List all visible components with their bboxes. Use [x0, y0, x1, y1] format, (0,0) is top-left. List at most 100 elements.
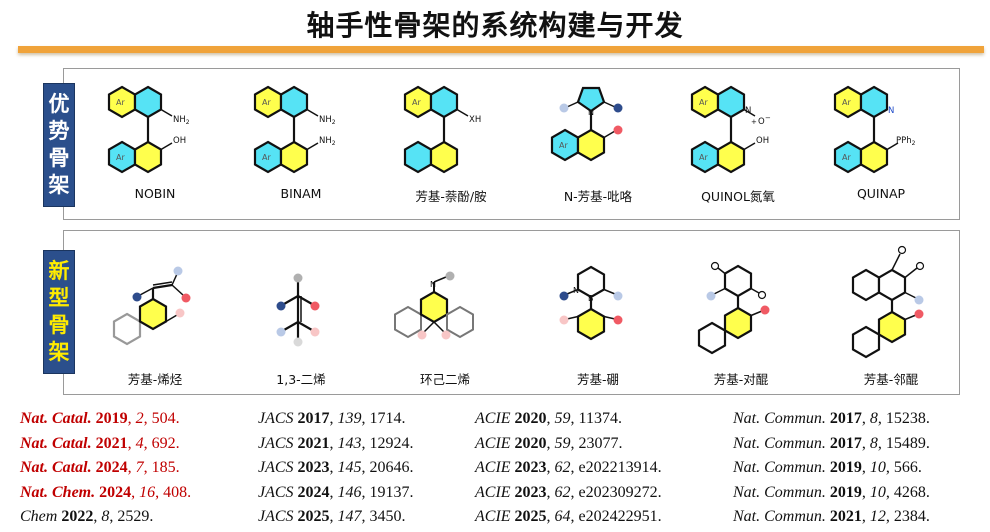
references-col-1: Nat. Catal. 2019, 2, 504. Nat. Catal. 20… — [20, 407, 191, 530]
ar-label: Ar — [116, 153, 125, 162]
reference-item: ACIE 2025, 64, e202422951. — [475, 508, 662, 525]
reference-item: ACIE 2023, 62, e202309272. — [475, 483, 662, 501]
label-char: 架 — [48, 173, 70, 197]
substituent-dot — [760, 305, 770, 315]
substituent-dot — [914, 295, 924, 305]
nh2-label: NH2 — [319, 136, 336, 147]
substituent-dot — [441, 330, 451, 340]
aryl-boron-structure: N B — [559, 265, 623, 341]
scaffold-caption: 环己二烯 — [419, 372, 470, 387]
page-title: 轴手性骨架的系统构建与开发 — [306, 9, 684, 42]
oh-label: OH — [756, 136, 769, 146]
aryl-alkene-structure — [112, 266, 191, 346]
references-col-3: ACIE 2020, 59, 11374. ACIE 2020, 59, 230… — [475, 407, 662, 530]
reference-item: ACIE 2020, 59, 11374. — [475, 410, 622, 427]
binam-structure: Ar Ar NH2 NH2 — [253, 85, 336, 174]
n-label: N — [888, 106, 894, 116]
substituent-dot — [276, 301, 286, 311]
substituent-dot — [613, 291, 623, 301]
ar-label: Ar — [699, 98, 708, 107]
b-label: B — [588, 294, 594, 303]
references-col-2: JACS 2017, 139, 1714. JACS 2021, 143, 12… — [258, 407, 414, 530]
reference-item: Nat. Chem. 2024, 16, 408. — [20, 483, 192, 501]
xh-label: XH — [469, 115, 481, 125]
substituent-dot — [710, 261, 720, 271]
scaffold-caption: 芳基-萘酚/胺 — [415, 189, 487, 204]
scaffold-caption: 芳基-硼 — [576, 372, 619, 387]
substituent-dot — [175, 308, 185, 318]
reference-item: ACIE 2023, 62, e202213914. — [475, 459, 662, 476]
references-col-4: Nat. Commun. 2017, 8, 15238. Nat. Commun… — [733, 407, 930, 530]
substituent-dot — [310, 301, 320, 311]
substituent-dot — [310, 327, 320, 337]
substituent-dot — [173, 266, 183, 276]
ar-label: Ar — [262, 153, 271, 162]
advantage-scaffold-panel — [63, 68, 960, 220]
scaffold-caption: 1,3-二烯 — [276, 372, 326, 387]
diene-structure — [276, 273, 320, 347]
label-char: 架 — [48, 340, 70, 364]
nobin-structure: Ar Ar NH2 OH — [107, 85, 190, 174]
scaffold-caption: NOBIN — [134, 186, 176, 201]
reference-item: JACS 2021, 143, 12924. — [258, 434, 414, 452]
scaffold-caption: 芳基-邻醌 — [863, 372, 919, 387]
substituent-dot — [559, 291, 569, 301]
minus-label: − — [765, 114, 771, 122]
plus-label: + — [751, 118, 757, 126]
reference-item: Nat. Commun. 2019, 10, 4268. — [733, 483, 930, 501]
substituent-dot — [132, 292, 142, 302]
label-char: 优 — [48, 92, 70, 116]
substituent-dot — [445, 271, 455, 281]
quinol-n-oxide-structure: Ar Ar N + O − OH — [690, 85, 771, 174]
reference-item: JACS 2017, 139, 1714. — [258, 410, 406, 427]
substituent-dot — [181, 293, 191, 303]
ar-label: Ar — [262, 98, 271, 107]
reference-item: Nat. Commun. 2019, 10, 566. — [733, 459, 922, 476]
reference-item: JACS 2024, 146, 19137. — [258, 483, 414, 501]
reference-item: ACIE 2020, 59, 23077. — [475, 434, 623, 452]
substituent-dot — [757, 290, 767, 300]
ar-label: Ar — [559, 141, 568, 150]
ar-label: Ar — [116, 98, 125, 107]
reference-item: Nat. Commun. 2021, 12, 2384. — [733, 508, 930, 525]
aryl-o-quinone-structure — [851, 245, 925, 359]
substituent-dot — [559, 103, 569, 113]
new-scaffold-label: 新 型 骨 架 — [43, 250, 75, 374]
substituent-dot — [706, 291, 716, 301]
substituent-dot — [417, 330, 427, 340]
scaffold-caption: BINAM — [280, 186, 322, 201]
cyclohexadiene-structure: N — [394, 271, 474, 340]
nh2-label: NH2 — [173, 115, 190, 126]
n-aryl-pyrrole-structure: N Ar — [550, 86, 623, 162]
reference-item: Chem 2022, 8, 2529. — [20, 508, 154, 525]
scaffold-caption: QUINAP — [856, 186, 906, 201]
new-scaffold-panel — [63, 230, 960, 395]
title-underline — [18, 46, 984, 53]
n-label: N — [745, 106, 751, 116]
advantage-scaffold-label: 优 势 骨 架 — [43, 83, 75, 207]
scaffold-caption: QUINOL氮氧 — [701, 189, 775, 204]
substituent-dot — [293, 273, 303, 283]
substituent-dot — [915, 261, 925, 271]
ar-label: Ar — [699, 153, 708, 162]
aryl-p-quinone-structure — [697, 261, 770, 355]
reference-item: Nat. Commun. 2017, 8, 15489. — [733, 434, 930, 452]
reference-item: Nat. Catal. 2024, 7, 185. — [20, 459, 180, 476]
substituent-dot — [559, 315, 569, 325]
n-label: N — [430, 280, 436, 289]
label-char: 骨 — [48, 146, 70, 170]
substituent-dot — [613, 125, 623, 135]
aryl-naphthol-structure: Ar XH — [403, 85, 481, 174]
n-label: N — [573, 286, 579, 295]
substituent-dot — [914, 309, 924, 319]
scaffold-caption: 芳基-对醌 — [713, 372, 769, 387]
ar-label: Ar — [842, 98, 851, 107]
reference-item: JACS 2025, 147, 3450. — [258, 508, 406, 525]
reference-item: Nat. Commun. 2017, 8, 15238. — [733, 410, 930, 427]
scaffold-caption: N-芳基-吡咯 — [563, 189, 633, 204]
substituent-dot — [613, 315, 623, 325]
reference-item: Nat. Catal. 2021, 4, 692. — [20, 434, 180, 452]
ar-label: Ar — [842, 153, 851, 162]
substituent-dot — [897, 245, 907, 255]
nh2-label: NH2 — [319, 115, 336, 126]
